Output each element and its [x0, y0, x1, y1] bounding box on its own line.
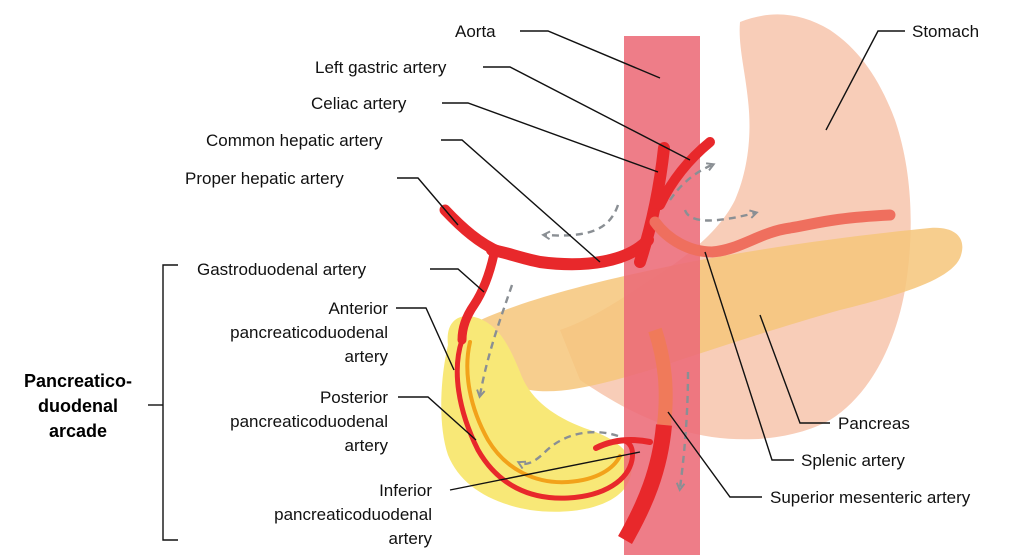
aorta-vessel [624, 36, 700, 555]
label-aorta: Aorta [455, 22, 496, 41]
label-arcade-line2: duodenal [38, 396, 118, 416]
label-posterior-pd-line2: pancreaticoduodenal [230, 412, 388, 431]
label-inferior-pd-line1: Inferior [379, 481, 432, 500]
label-proper-hepatic-artery: Proper hepatic artery [185, 169, 344, 188]
arcade-bracket [163, 265, 178, 540]
proper-hepatic-artery-vessel [445, 210, 500, 252]
label-superior-mesenteric-artery: Superior mesenteric artery [770, 488, 971, 507]
label-anterior-pd-line1: Anterior [328, 299, 388, 318]
label-gastroduodenal-artery: Gastroduodenal artery [197, 260, 367, 279]
label-arcade-line3: arcade [49, 421, 107, 441]
leader-common-hepatic [441, 140, 600, 262]
label-celiac-artery: Celiac artery [311, 94, 407, 113]
label-arcade-line1: Pancreatico- [24, 371, 132, 391]
label-anterior-pd-line3: artery [345, 347, 389, 366]
label-posterior-pd-line1: Posterior [320, 388, 388, 407]
label-inferior-pd-line3: artery [389, 529, 433, 548]
label-stomach: Stomach [912, 22, 979, 41]
label-anterior-pd-line2: pancreaticoduodenal [230, 323, 388, 342]
label-posterior-pd-line3: artery [345, 436, 389, 455]
leader-gastroduodenal [430, 269, 484, 292]
flow-arrow-common-hepatic [545, 205, 618, 236]
label-common-hepatic-artery: Common hepatic artery [206, 131, 383, 150]
label-pancreas: Pancreas [838, 414, 910, 433]
label-inferior-pd-line2: pancreaticoduodenal [274, 505, 432, 524]
label-left-gastric-artery: Left gastric artery [315, 58, 447, 77]
label-splenic-artery: Splenic artery [801, 451, 905, 470]
